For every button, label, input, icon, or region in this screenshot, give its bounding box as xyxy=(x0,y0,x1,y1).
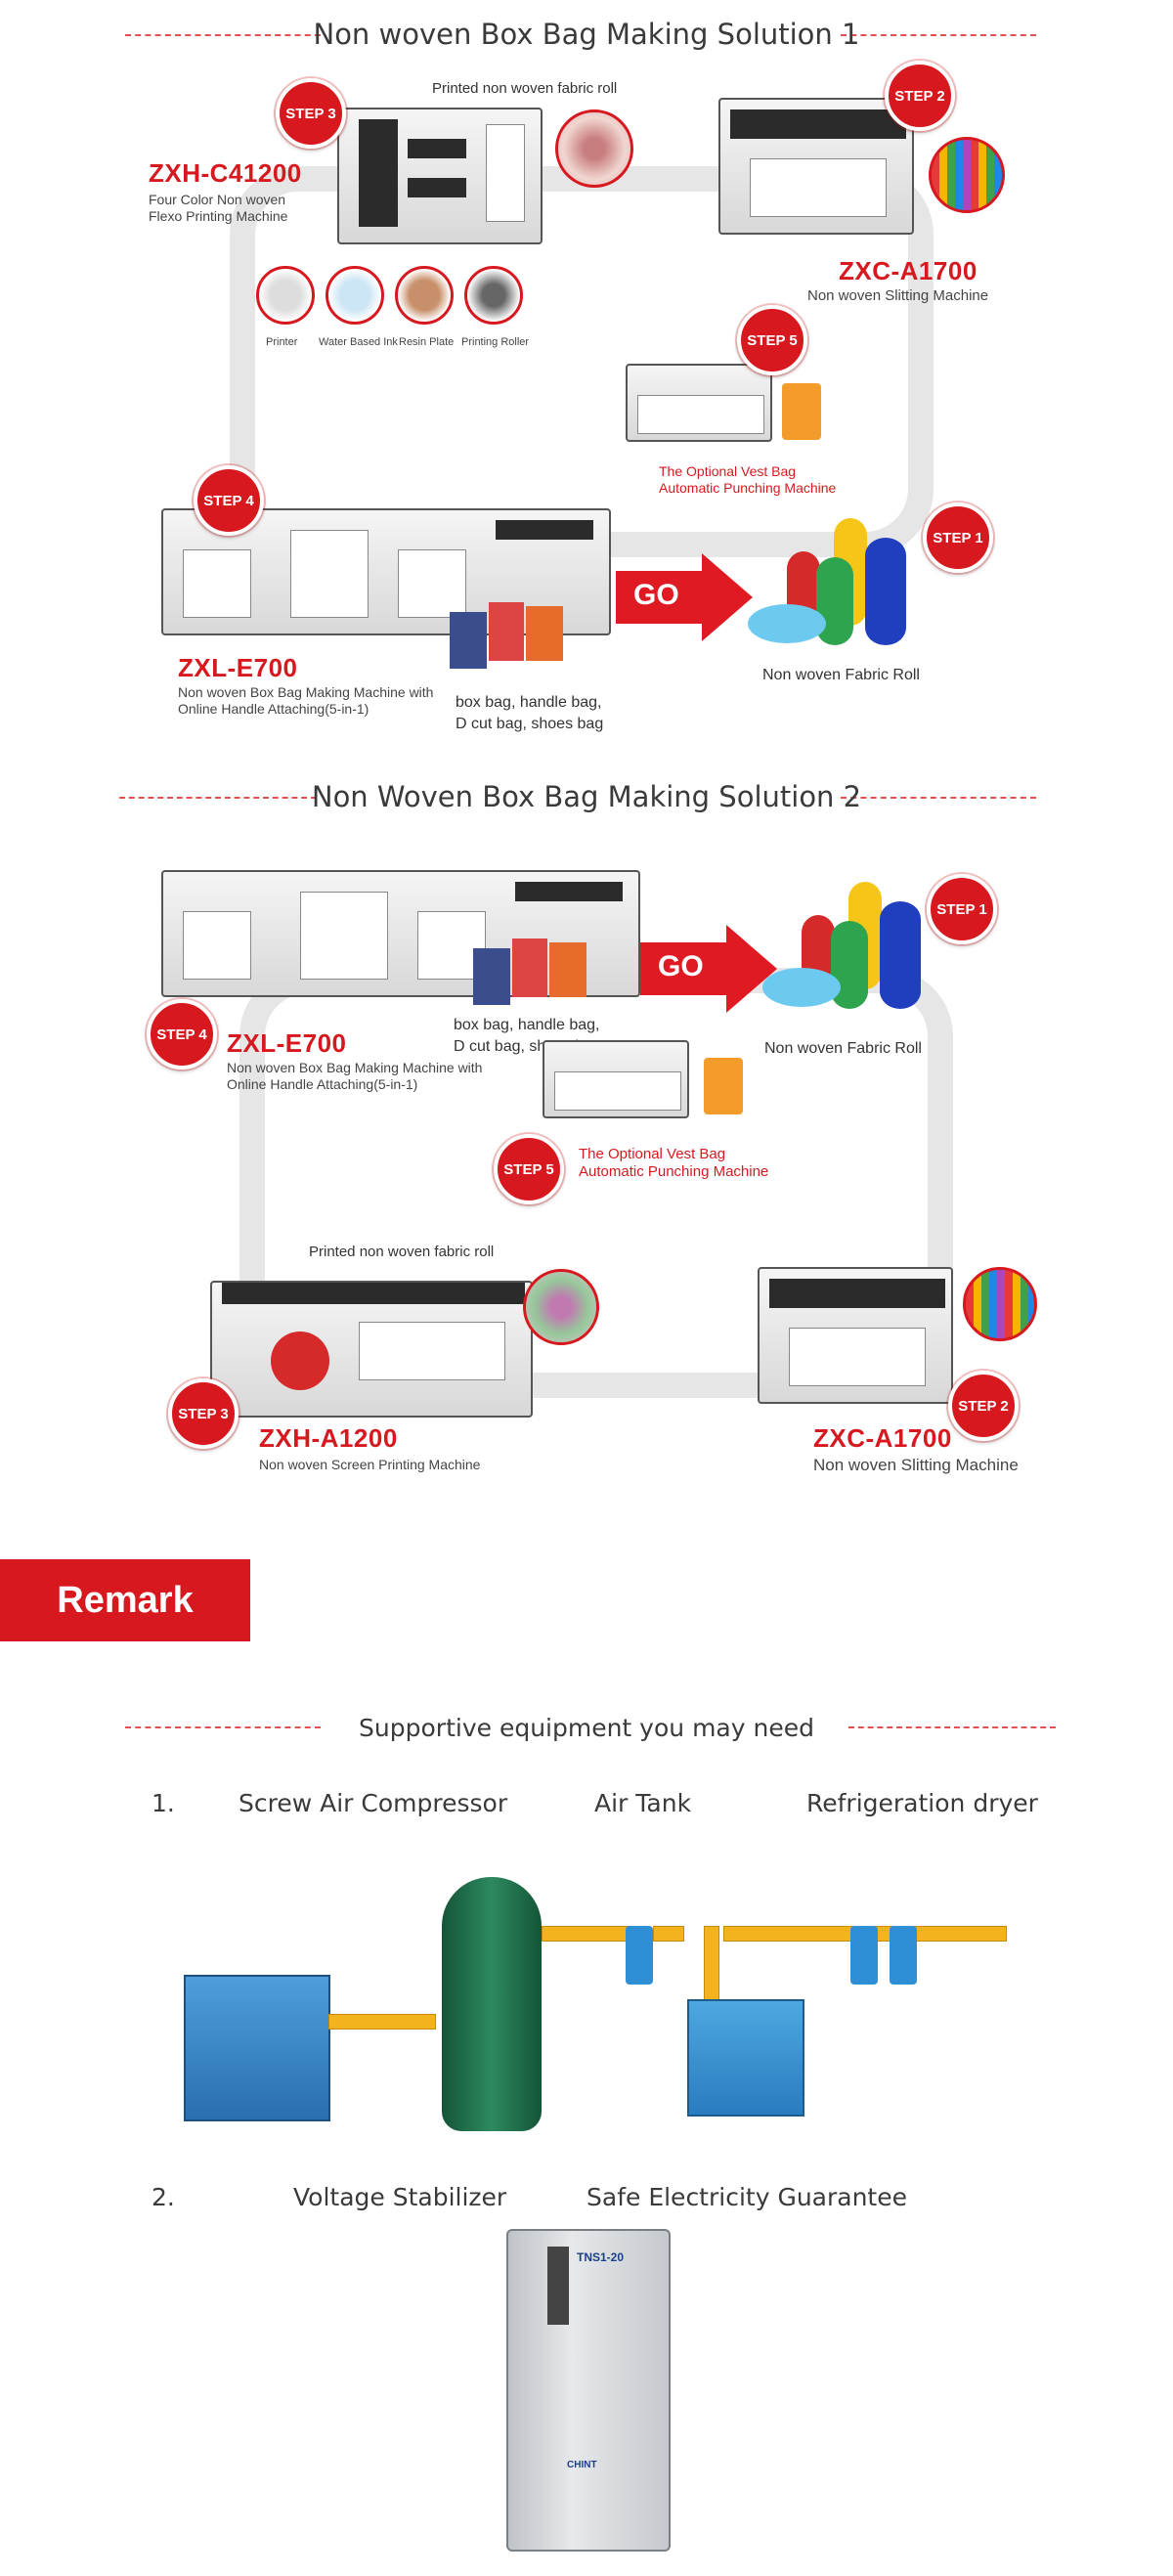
step1-badge: STEP 1 xyxy=(923,502,993,573)
screen-printing-machine-image xyxy=(210,1281,533,1418)
colored-rolls-image xyxy=(929,137,1005,213)
step3-desc-line1: Four Color Non woven xyxy=(149,192,286,207)
bags-image xyxy=(450,592,567,673)
part-label-ink: Water Based Ink xyxy=(319,336,398,348)
stabilizer-brand-label: CHINT xyxy=(567,2460,597,2470)
step5-badge: STEP 5 xyxy=(737,305,807,375)
s2-go-arrow: GO xyxy=(640,925,779,1013)
step3-desc-line2: Flexo Printing Machine xyxy=(149,208,288,224)
s2-bags-image xyxy=(473,929,590,1009)
vest-bag-image xyxy=(782,383,821,440)
printing-roller-part-icon xyxy=(464,266,523,325)
fabric-rolls-image xyxy=(748,518,924,645)
air-system-image xyxy=(176,1867,1007,2141)
refrigeration-dryer-image xyxy=(687,1999,804,2117)
s2-step1-badge: STEP 1 xyxy=(927,874,997,944)
step4-model: ZXL-E700 xyxy=(178,653,298,682)
s2-printed-fabric-roll-image xyxy=(523,1269,599,1345)
row2-number: 2. xyxy=(152,2183,175,2211)
solution2-title: Non Woven Box Bag Making Solution 2 xyxy=(311,780,862,813)
step3-badge: STEP 3 xyxy=(276,78,346,149)
row2-item-guarantee: Safe Electricity Guarantee xyxy=(586,2183,907,2211)
bags-line2: D cut bag, shoes bag xyxy=(456,716,604,732)
solution1-title: Non woven Box Bag Making Solution 1 xyxy=(313,18,860,51)
row1-item-tank: Air Tank xyxy=(594,1789,692,1817)
s2-step4-badge: STEP 4 xyxy=(147,999,217,1070)
s2-slitting-machine-image xyxy=(758,1267,953,1404)
ink-part-icon xyxy=(326,266,384,325)
go-text: GO xyxy=(633,579,679,611)
s2-go-text: GO xyxy=(658,950,704,982)
s2-step3-badge: STEP 3 xyxy=(168,1378,239,1449)
printed-fabric-roll-image xyxy=(555,109,633,188)
stabilizer-model-label: TNS1-20 xyxy=(577,2250,625,2264)
row2-item-stabilizer: Voltage Stabilizer xyxy=(293,2183,507,2211)
supportive-title: Supportive equipment you may need xyxy=(359,1714,814,1742)
s2-fabric-rolls-image xyxy=(762,882,938,1009)
row1-item-dryer: Refrigeration dryer xyxy=(806,1789,1038,1817)
slitting-machine-image xyxy=(718,98,914,235)
step5-desc-line1: The Optional Vest Bag xyxy=(659,463,797,479)
solution2-heading: Non Woven Box Bag Making Solution 2 xyxy=(0,776,1173,819)
step3-model: ZXH-C41200 xyxy=(149,158,302,188)
s2-vest-bag-image xyxy=(704,1058,743,1114)
step2-desc: Non woven Slitting Machine xyxy=(807,287,989,304)
row1-item-compressor: Screw Air Compressor xyxy=(239,1789,508,1817)
s2-step4-desc-line2: Online Handle Attaching(5-in-1) xyxy=(227,1076,418,1092)
remark-banner: Remark xyxy=(0,1559,250,1641)
s2-step2-desc: Non woven Slitting Machine xyxy=(813,1456,1019,1474)
s2-step3-top-label: Printed non woven fabric roll xyxy=(309,1244,495,1260)
s2-step5-desc-line1: The Optional Vest Bag xyxy=(579,1146,726,1162)
row1-number: 1. xyxy=(152,1789,175,1817)
part-label-printer: Printer xyxy=(266,336,298,348)
s2-punching-machine-image xyxy=(543,1040,689,1118)
flexo-printing-machine-image xyxy=(337,108,543,244)
go-arrow: GO xyxy=(616,553,755,641)
s2-step4-model: ZXL-E700 xyxy=(227,1028,347,1058)
step3-top-label: Printed non woven fabric roll xyxy=(432,80,618,97)
s2-step1-caption: Non woven Fabric Roll xyxy=(764,1040,922,1057)
s2-step4-desc-line1: Non woven Box Bag Making Machine with xyxy=(227,1060,483,1075)
resin-plate-part-icon xyxy=(395,266,454,325)
voltage-stabilizer-image: TNS1-20 CHINT xyxy=(506,2229,671,2552)
s2-step5-desc-line2: Automatic Punching Machine xyxy=(579,1163,769,1180)
s2-bags-line1: box bag, handle bag, xyxy=(454,1017,600,1033)
step2-badge: STEP 2 xyxy=(885,61,955,131)
printer-part-icon xyxy=(256,266,315,325)
s2-step3-desc: Non woven Screen Printing Machine xyxy=(259,1457,481,1472)
air-compressor-image xyxy=(184,1975,330,2121)
step1-caption: Non woven Fabric Roll xyxy=(762,667,920,683)
step5-desc-line2: Automatic Punching Machine xyxy=(659,480,837,496)
step4-desc-line1: Non woven Box Bag Making Machine with xyxy=(178,684,434,700)
s2-step3-model: ZXH-A1200 xyxy=(259,1423,398,1453)
s2-step2-badge: STEP 2 xyxy=(948,1371,1019,1441)
supportive-heading: Supportive equipment you may need xyxy=(0,1706,1173,1749)
s2-colored-rolls-image xyxy=(963,1267,1037,1341)
air-tank-image xyxy=(442,1877,542,2131)
s2-step2-model: ZXC-A1700 xyxy=(813,1423,952,1453)
part-label-roller: Printing Roller xyxy=(461,336,530,348)
punching-machine-image xyxy=(626,364,772,442)
s2-step5-badge: STEP 5 xyxy=(494,1134,564,1204)
bags-line1: box bag, handle bag, xyxy=(456,694,602,711)
part-label-resin: Resin Plate xyxy=(399,336,455,348)
step4-badge: STEP 4 xyxy=(194,465,264,536)
step2-model: ZXC-A1700 xyxy=(839,256,978,285)
solution1-heading: Non woven Box Bag Making Solution 1 xyxy=(0,14,1173,57)
step4-desc-line2: Online Handle Attaching(5-in-1) xyxy=(178,701,369,717)
